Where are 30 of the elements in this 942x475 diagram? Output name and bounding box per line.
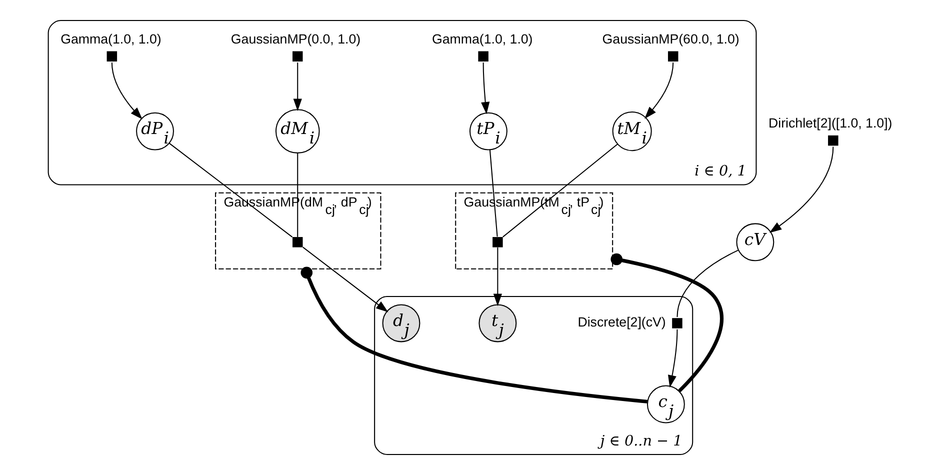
- connector: [489, 150, 498, 237]
- connector: [676, 250, 738, 318]
- arrow: [293, 62, 302, 112]
- connector: [168, 142, 293, 238]
- node-box: [478, 51, 488, 62]
- arrow: [769, 146, 834, 233]
- node-label: GaussianMP(60.0, 1.0): [602, 31, 740, 46]
- node-label: Dirichlet[2]([1.0, 1.0]): [768, 116, 892, 131]
- connector: [300, 266, 648, 404]
- connector: [502, 144, 618, 238]
- node-circle: cV: [736, 223, 774, 262]
- node-label: Discrete[2](cV): [578, 314, 666, 330]
- node-label: Gamma(1.0, 1.0): [432, 31, 533, 46]
- node-box: [106, 51, 118, 62]
- node-box: [292, 237, 303, 248]
- node-box: [668, 51, 678, 62]
- node-label: Gamma(1.0, 1.0): [60, 31, 162, 46]
- arrow: [644, 62, 674, 119]
- connector: [610, 253, 724, 392]
- node-box: [492, 237, 503, 248]
- node-box: [828, 135, 838, 146]
- arrow: [302, 246, 388, 312]
- arrow: [493, 247, 502, 306]
- node-box: [672, 318, 682, 328]
- connector: [297, 153, 298, 237]
- arrow: [481, 62, 490, 114]
- node-label: GaussianMP(0.0, 1.0): [230, 31, 361, 46]
- arrow: [111, 62, 142, 120]
- node-box: [292, 51, 303, 62]
- arrow: [668, 329, 678, 388]
